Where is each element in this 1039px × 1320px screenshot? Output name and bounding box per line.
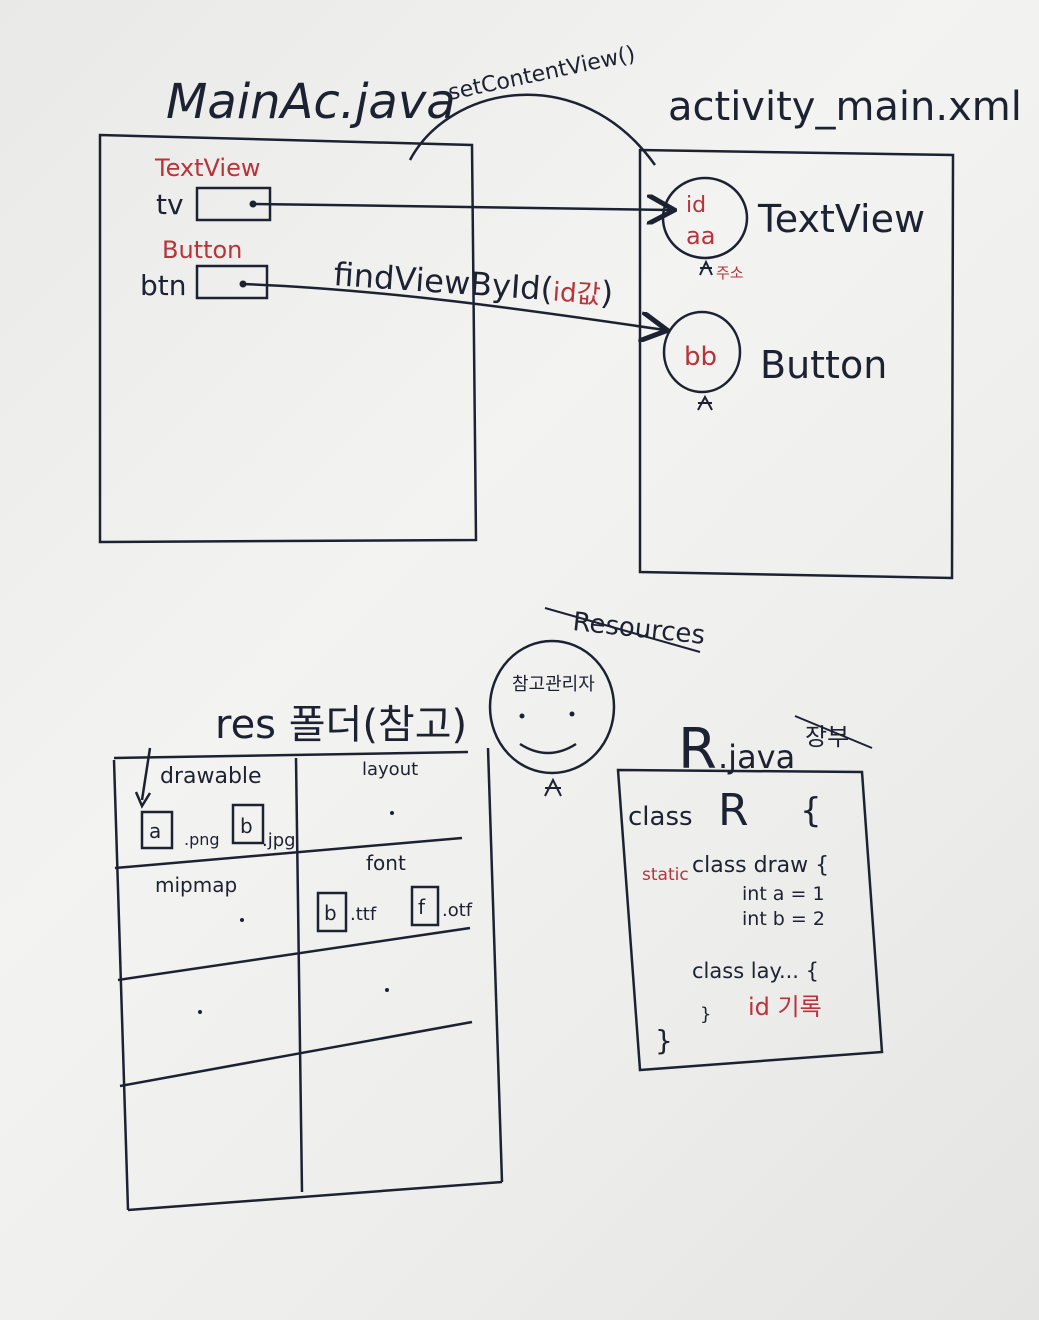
face-left-eye — [519, 713, 525, 719]
resources-label: Resources — [571, 607, 706, 651]
textview-id-circle — [661, 176, 749, 260]
textview-pointer-mark — [699, 259, 713, 276]
layout-xml-box — [638, 148, 955, 580]
textview-id-bottom: aa — [686, 222, 715, 250]
r-line-a: int a = 1 — [742, 883, 825, 905]
face-smile — [519, 742, 577, 755]
font-file-b-box — [316, 891, 348, 933]
textview-type-label: TextView — [154, 154, 261, 182]
res-cell-drawable: drawable — [160, 764, 262, 789]
r-java-title-strike — [794, 715, 873, 749]
textview-address-note: 주소 — [716, 264, 744, 282]
res-dot-mipmap — [240, 918, 244, 922]
r-java-title-ext: .java — [718, 738, 795, 776]
font-file-b: b — [324, 901, 337, 925]
resources-strike — [544, 607, 701, 653]
res-folder-title: res 폴더(참고) — [215, 702, 467, 748]
r-open-brace: { — [800, 791, 822, 831]
main-activity-title: MainAc.java — [166, 74, 456, 130]
font-file-f-ext: .otf — [442, 900, 473, 921]
drawable-file-b: b — [240, 814, 253, 838]
resources-manager-face — [488, 639, 616, 775]
main-activity-box — [98, 133, 478, 544]
face-pointer-mark — [544, 777, 562, 797]
resources-face-caption: 참고관리자 — [512, 674, 595, 695]
font-file-b-ext: .ttf — [350, 904, 377, 925]
face-right-eye — [569, 711, 575, 717]
r-close-inner: } — [700, 1004, 711, 1025]
button-id-circle — [662, 310, 742, 394]
textview-id-top: id — [686, 193, 706, 218]
r-line-id: id 기록 — [748, 993, 822, 1021]
res-folder-grid — [112, 747, 504, 1212]
res-dot-layout — [390, 811, 394, 815]
layout-xml-title: activity_main.xml — [668, 84, 1022, 130]
textview-var-label: tv — [156, 188, 184, 221]
font-file-f: f — [418, 895, 426, 919]
find-view-by-id-arg: id값 — [552, 277, 602, 310]
res-dot-cell5 — [198, 1010, 202, 1014]
set-content-view-arc — [408, 93, 657, 166]
button-binding-arrow — [242, 282, 665, 330]
r-inner-class: class draw { — [692, 853, 829, 878]
r-class-name: R — [718, 785, 749, 836]
r-line-layout: class lay... { — [692, 959, 819, 983]
font-file-f-box — [410, 885, 440, 927]
r-static-kw: static — [642, 865, 689, 885]
r-line-b: int b = 2 — [742, 908, 825, 930]
drawable-file-b-box — [231, 803, 265, 845]
r-java-box — [616, 768, 884, 1072]
r-java-title-letter: R — [678, 717, 717, 782]
button-type-label: Button — [162, 236, 242, 264]
button-pointer-mark — [697, 394, 713, 411]
drawable-file-a: a — [149, 819, 161, 843]
textview-label: TextView — [757, 197, 925, 241]
drawable-file-a-ext: .png — [184, 830, 220, 849]
button-var-label: btn — [140, 269, 187, 302]
textview-binding-arrow — [252, 204, 672, 210]
button-id: bb — [684, 342, 717, 372]
drawable-file-b-ext: .jpg — [262, 830, 296, 851]
r-java-title-note: 장부 — [805, 723, 849, 751]
res-dot-cell6 — [385, 988, 389, 992]
button-var-box — [195, 264, 269, 300]
r-class-keyword: class — [628, 802, 693, 832]
r-close-outer: } — [655, 1024, 673, 1057]
res-cell-font: font — [366, 851, 406, 875]
res-cell-layout: layout — [362, 759, 418, 780]
res-cell-mipmap: mipmap — [155, 873, 237, 897]
drawable-file-a-box — [140, 810, 174, 850]
button-label: Button — [760, 343, 887, 387]
